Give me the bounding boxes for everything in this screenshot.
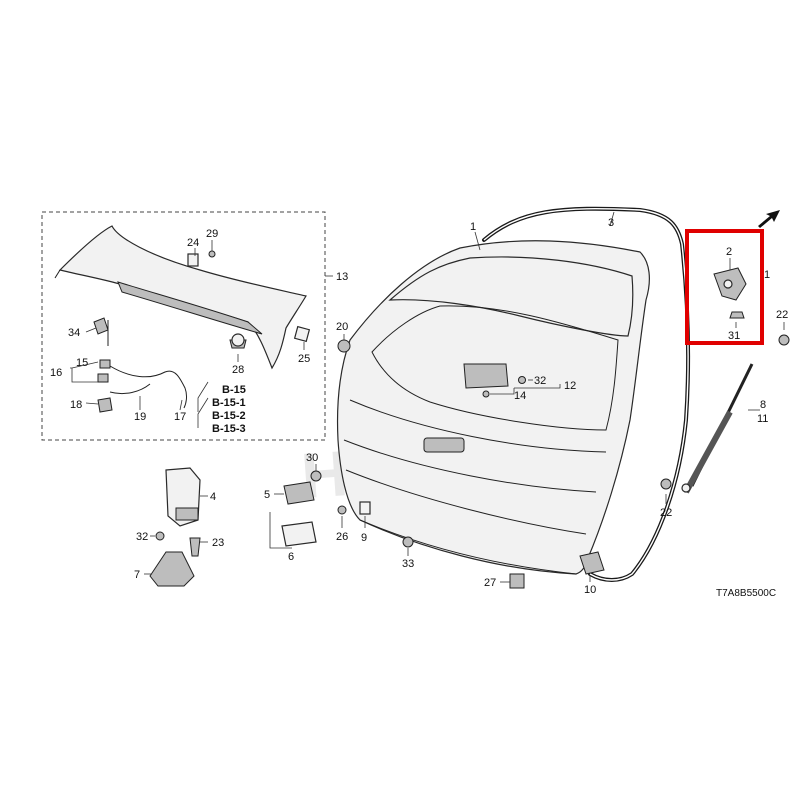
tailgate-glass bbox=[388, 256, 634, 337]
callout-6: 6 bbox=[288, 551, 294, 563]
callout-18: 18 bbox=[70, 399, 82, 411]
highlight-box bbox=[685, 229, 764, 345]
clip-24 bbox=[187, 253, 199, 267]
grommet-30 bbox=[310, 470, 322, 482]
ball-stud-22-upper bbox=[778, 334, 790, 346]
callout-33: 33 bbox=[402, 558, 414, 570]
cover-7 bbox=[149, 551, 195, 587]
callout-25: 25 bbox=[298, 353, 310, 365]
callout-12: 12 bbox=[564, 380, 576, 392]
pad-25 bbox=[293, 325, 311, 343]
callout-19: 19 bbox=[134, 411, 146, 423]
nut-31 bbox=[729, 311, 745, 319]
clip-26 bbox=[337, 505, 347, 515]
callout-22a: 22 bbox=[776, 309, 788, 321]
clip-27 bbox=[509, 573, 525, 589]
callouts: 1 1 2 3 4 5 6 7 8 9 10 11 12 13 14 15 16… bbox=[50, 217, 788, 599]
harness-19 bbox=[109, 365, 188, 409]
clip-18 bbox=[97, 397, 113, 413]
callout-3: 3 bbox=[608, 217, 614, 229]
callout-16: 16 bbox=[50, 367, 62, 379]
spoiler-group bbox=[41, 211, 333, 441]
spoiler-underside bbox=[117, 281, 263, 335]
grommet-33 bbox=[402, 536, 414, 548]
ref-b-15-2: B-15-2 bbox=[212, 410, 246, 422]
screw-29 bbox=[208, 250, 216, 258]
callout-2: 2 bbox=[726, 246, 732, 258]
switch-5 bbox=[283, 481, 315, 505]
callout-1b: 1 bbox=[764, 269, 770, 281]
pad-9 bbox=[359, 501, 371, 515]
callout-28: 28 bbox=[232, 364, 244, 376]
ref-b-15-3: B-15-3 bbox=[212, 423, 246, 435]
callout-23: 23 bbox=[212, 537, 224, 549]
callout-8: 8 bbox=[760, 399, 766, 411]
grommet-20 bbox=[337, 339, 351, 353]
callout-20: 20 bbox=[336, 321, 348, 333]
ref-b-15: B-15 bbox=[222, 384, 246, 396]
figure-code: T7A8B5500C bbox=[716, 588, 776, 599]
callout-10: 10 bbox=[584, 584, 596, 596]
nut-32-left bbox=[155, 531, 165, 541]
callout-11: 11 bbox=[757, 413, 768, 425]
gas-strut bbox=[660, 322, 790, 504]
spoiler-group-frame bbox=[41, 211, 326, 441]
highlight-group bbox=[685, 210, 780, 345]
callout-1: 1 bbox=[470, 221, 476, 233]
callout-7: 7 bbox=[134, 569, 140, 581]
rear-spoiler bbox=[58, 225, 307, 370]
callout-32a: 32 bbox=[534, 375, 546, 387]
window-opening bbox=[371, 305, 619, 431]
callout-22b: 22 bbox=[660, 507, 672, 519]
lower-parts bbox=[144, 334, 605, 589]
callout-14: 14 bbox=[514, 390, 526, 402]
callout-32b: 32 bbox=[136, 531, 148, 543]
callout-27: 27 bbox=[484, 577, 496, 589]
front-arrow-icon bbox=[758, 210, 780, 228]
ref-b-15-1: B-15-1 bbox=[212, 397, 246, 409]
nut-32-right bbox=[518, 376, 526, 384]
latch-12 bbox=[463, 363, 509, 389]
callout-26: 26 bbox=[336, 531, 348, 543]
callout-17: 17 bbox=[174, 411, 186, 423]
callout-29: 29 bbox=[206, 228, 218, 240]
connector-16 bbox=[97, 373, 109, 383]
license-light-6 bbox=[281, 521, 317, 547]
screw-23 bbox=[189, 537, 201, 557]
callout-4: 4 bbox=[210, 491, 216, 503]
bumper-10 bbox=[579, 551, 605, 575]
callout-9: 9 bbox=[361, 532, 367, 544]
garnish-light bbox=[423, 437, 465, 453]
callout-34: 34 bbox=[68, 327, 80, 339]
tailgate-assembly bbox=[336, 231, 650, 575]
callout-30: 30 bbox=[306, 452, 318, 464]
callout-24: 24 bbox=[187, 237, 199, 249]
callout-31: 31 bbox=[728, 330, 740, 342]
callout-13: 13 bbox=[336, 271, 348, 283]
connector-15 bbox=[99, 359, 111, 369]
callout-5: 5 bbox=[264, 489, 270, 501]
ball-stud-22-lower bbox=[660, 478, 672, 490]
callout-15: 15 bbox=[76, 357, 88, 369]
bracket-34 bbox=[93, 317, 109, 335]
